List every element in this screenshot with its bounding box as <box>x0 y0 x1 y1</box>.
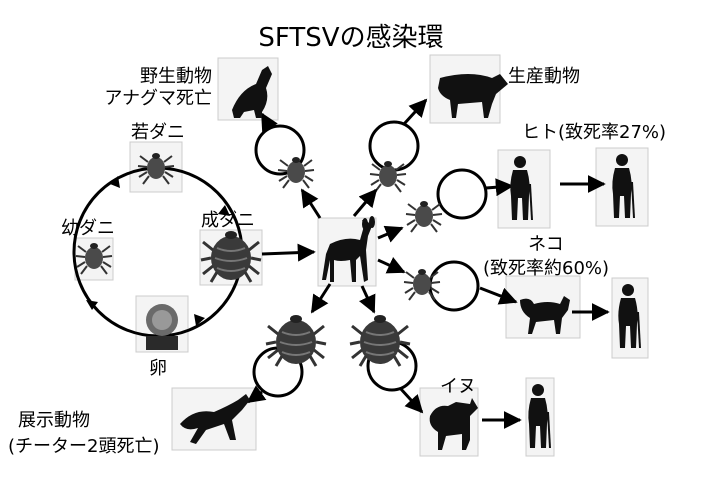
badger-image <box>232 66 272 118</box>
label-adult-tick: 成ダニ <box>201 210 255 231</box>
dog-image <box>429 398 478 450</box>
tick-zoo-image <box>264 313 328 368</box>
arrow-tick-to-zoo <box>246 385 267 404</box>
egg-image <box>146 304 178 350</box>
arrow-adult-to-deer <box>261 243 316 262</box>
cycle-cat <box>428 260 480 312</box>
label-cat-2: (致死率約60%) <box>483 258 609 279</box>
arrow-deer-to-dog-tick <box>359 285 376 314</box>
arrow-deer-to-livestock-tick <box>352 188 378 217</box>
cycle-arrow-3 <box>194 314 205 326</box>
arrow-tick-to-human <box>485 178 514 197</box>
label-dog: イヌ <box>440 376 476 397</box>
diagram-title: SFTSVの感染環 <box>258 23 443 53</box>
arrow-tick-to-cat <box>479 286 518 305</box>
cycle-livestock <box>368 120 420 172</box>
arrow-deer-to-wild-tick <box>300 188 322 219</box>
label-livestock: 生産動物 <box>508 66 580 87</box>
cat-image <box>520 296 570 334</box>
label-cat-1: ネコ <box>528 234 564 255</box>
tick-cat-image <box>403 268 441 301</box>
deer-image <box>322 216 375 282</box>
arrow-tick-to-wild <box>260 112 278 133</box>
cycle-human <box>436 168 488 220</box>
label-human: ヒト(致死率27%) <box>522 122 666 143</box>
label-wild-animal-2: アナグマ死亡 <box>104 88 212 109</box>
cycle-arrow-1 <box>110 176 120 188</box>
arrow-deer-to-zoo-tick <box>310 283 332 314</box>
label-wild-animal-1: 野生動物 <box>140 66 212 87</box>
arrow-deer-to-human-tick <box>377 225 404 243</box>
arrow-tick-to-dog <box>398 386 424 414</box>
label-egg: 卵 <box>149 358 167 379</box>
label-zoo-animal-1: 展示動物 <box>18 410 90 431</box>
tick-dog-image <box>348 313 412 368</box>
tick-livestock-image <box>369 160 407 193</box>
label-larva-tick: 幼ダニ <box>61 218 115 239</box>
label-young-tick: 若ダニ <box>131 122 185 143</box>
cycle-wild <box>254 124 306 176</box>
tick-human-image <box>405 200 443 233</box>
label-zoo-animal-2: (チーター2頭死亡) <box>8 436 160 457</box>
cheetah-image <box>180 394 250 444</box>
cow-image <box>438 74 508 118</box>
cycle-arrow-2 <box>218 205 230 216</box>
cycle-arrow-4 <box>86 300 98 310</box>
arrow-tick-to-livestock <box>402 98 428 126</box>
arrow-deer-to-cat-tick <box>377 257 406 274</box>
